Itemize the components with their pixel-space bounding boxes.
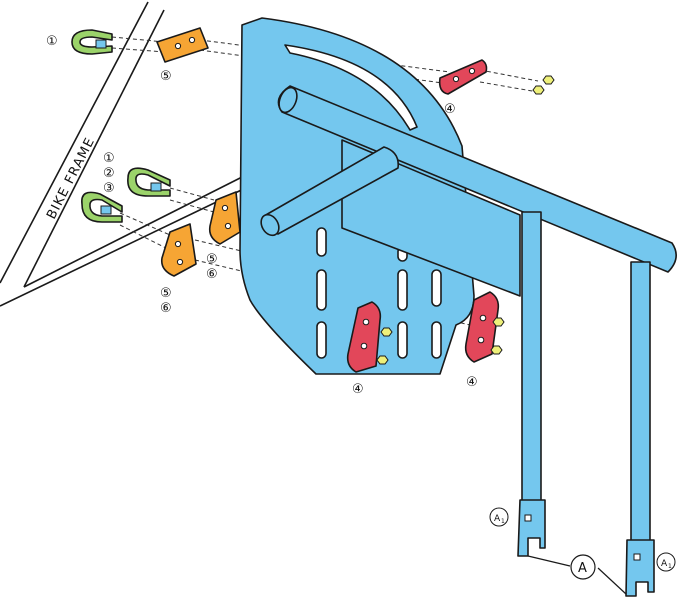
callout-5-left: ⑤ — [160, 286, 172, 301]
callout-5-top: ⑤ — [160, 69, 172, 84]
svg-text:A: A — [578, 561, 587, 576]
svg-text:A: A — [661, 559, 668, 569]
carrier-left-leg — [517, 211, 546, 557]
nut-top-1 — [542, 75, 555, 85]
callout-4-bottom-left: ④ — [352, 382, 364, 397]
spacer-block-left — [160, 223, 197, 277]
clamp-plate-bottom-left — [346, 301, 382, 373]
nuts — [376, 75, 555, 365]
callout-6-left: ⑥ — [160, 301, 172, 316]
svg-text:A: A — [494, 514, 501, 524]
callout-a1-left: A 1 — [489, 507, 509, 527]
callout-a1-right: A 1 — [656, 552, 676, 572]
bike-frame — [0, 1, 259, 307]
callouts: ① ⑤ ④ ① ② ③ ⑤ ⑥ ⑤ ⑥ ④ ④ A 1 A 1 A — [46, 34, 676, 580]
callout-1-top: ① — [46, 34, 58, 49]
u-bolt-lower — [81, 191, 123, 223]
callout-a-center: A — [570, 554, 596, 580]
callout-4-bottom-right: ④ — [466, 375, 478, 390]
carrier-diagonal-tube — [260, 146, 400, 237]
nut-bl-2 — [376, 355, 389, 365]
callout-2-mid: ② — [103, 166, 115, 181]
carrier-right-leg — [625, 261, 655, 597]
spacer-block-right — [208, 191, 241, 245]
a-dimension-lines — [527, 555, 627, 595]
callout-4-top: ④ — [444, 102, 456, 117]
nut-top-2 — [532, 85, 545, 95]
clamp-plate-top — [438, 59, 488, 95]
u-bolt-top — [71, 29, 113, 55]
nut-bl-1 — [380, 327, 393, 337]
nut-br-2 — [490, 345, 503, 355]
callout-6-right: ⑥ — [206, 267, 218, 282]
spacer-block-top — [156, 27, 209, 63]
clamp-plate-bottom-right — [464, 291, 500, 363]
u-bolt-middle — [127, 167, 171, 197]
svg-text:1: 1 — [668, 563, 672, 570]
callout-3-mid: ③ — [103, 181, 115, 196]
carrier-top-rail — [277, 85, 677, 273]
callout-5-right: ⑤ — [206, 252, 218, 267]
nut-br-1 — [492, 317, 505, 327]
callout-1-mid: ① — [103, 151, 115, 166]
svg-text:1: 1 — [501, 518, 505, 525]
